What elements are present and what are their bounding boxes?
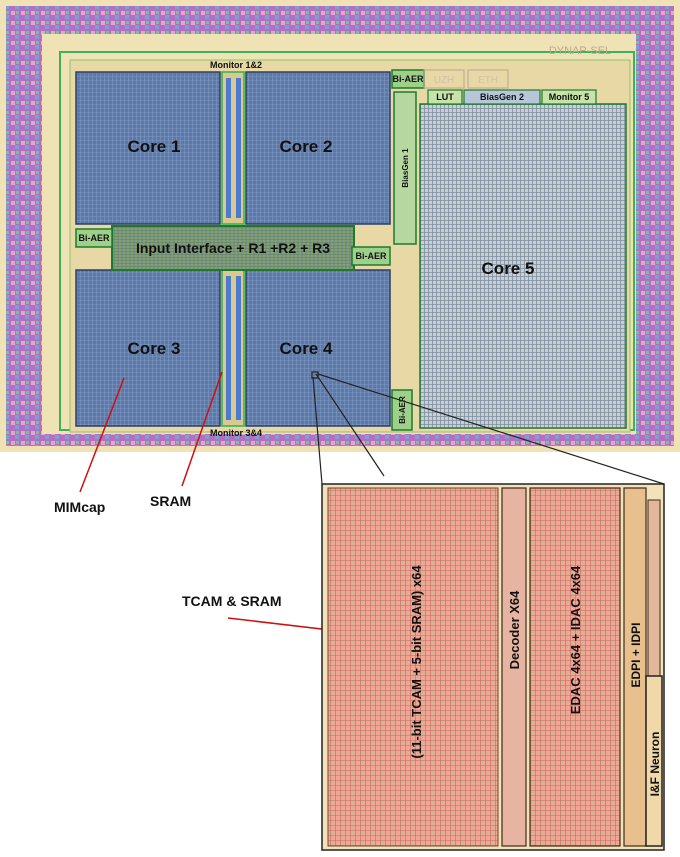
core-4-label: Core 4 [280, 339, 333, 358]
bi-aer-top-label: Bi-AER [393, 74, 424, 84]
logo-uzh: UZH [434, 75, 455, 86]
zoom-panel: (11-bit TCAM + 5-bit SRAM) x64 Decoder X… [321, 483, 665, 851]
callouts: MIMcap SRAM TCAM & SRAM [54, 371, 365, 635]
core-1-block [75, 71, 221, 225]
zoom-lines [311, 371, 665, 485]
synapse-block [623, 487, 647, 847]
biasgen-2-label: BiasGen 2 [480, 92, 524, 102]
logo-frame [423, 69, 465, 89]
bi-aer-left-label: Bi-AER [79, 233, 110, 243]
neuron-label: I&F Neuron [648, 732, 662, 797]
mimcap-label: MIMcap [54, 499, 105, 515]
biasgen-1-label: BiasGen 1 [401, 148, 410, 188]
bi-aer-left-block [75, 228, 113, 248]
monitor-5-block [541, 89, 597, 105]
monitor-34-label: Monitor 3&4 [210, 428, 262, 438]
lut-block [427, 89, 463, 105]
zoom-line [317, 373, 665, 485]
decoder-block [501, 487, 527, 847]
biasgen-1-block [393, 91, 417, 245]
zoom-source-marker [311, 371, 319, 379]
chip-layout: Core 1 Core 2 Core 3 Core 4 Core 5 Monit… [0, 0, 680, 452]
brand-text: DYNAP-SEL [549, 45, 611, 57]
tcam-array-label: (11-bit TCAM + 5-bit SRAM) x64 [409, 565, 424, 759]
core-3-label: Core 3 [128, 339, 181, 358]
tcam-array-block [327, 487, 499, 847]
lut-label: LUT [436, 92, 454, 102]
sram-strip [236, 78, 241, 218]
monitor-12-label: Monitor 1&2 [210, 60, 262, 70]
zoom-line [312, 376, 323, 485]
bi-aer-bottom-label: Bi-AER [398, 396, 407, 424]
biasgen-2-block [463, 89, 541, 105]
input-interface-block [111, 225, 355, 271]
core-3-block [75, 269, 221, 427]
bi-aer-bottom-block [391, 389, 413, 431]
core-5-block [419, 103, 627, 429]
mimcap-line [79, 377, 125, 493]
dac-block [529, 487, 621, 847]
bi-aer-mid-label: Bi-AER [356, 251, 387, 261]
synapse-strip [647, 499, 661, 677]
neuron-block [645, 675, 663, 847]
input-interface-label: Input Interface + R1 +R2 + R3 [136, 240, 330, 256]
core-5-label: Core 5 [482, 259, 535, 278]
tcam-sram-label: TCAM & SRAM [182, 593, 282, 609]
logo-eth: ETH [478, 75, 498, 86]
sram-line [181, 371, 223, 487]
zoom-line [315, 373, 385, 477]
bi-aer-mid-block [351, 246, 391, 266]
logo-frame [467, 69, 509, 89]
sram-strip [226, 78, 231, 218]
core-2-label: Core 2 [280, 137, 333, 156]
sram-strip [226, 276, 231, 420]
sram-strip [236, 276, 241, 420]
decoder-label: Decoder X64 [507, 590, 522, 670]
synapse-label: EDPI + IDPI [629, 622, 643, 687]
core-1-label: Core 1 [128, 137, 181, 156]
dac-label: EDAC 4x64 + IDAC 4x64 [568, 565, 583, 714]
core-2-block [245, 71, 391, 225]
core-4-block [245, 269, 391, 427]
monitor-5-label: Monitor 5 [549, 92, 590, 102]
sram-label: SRAM [150, 493, 191, 509]
